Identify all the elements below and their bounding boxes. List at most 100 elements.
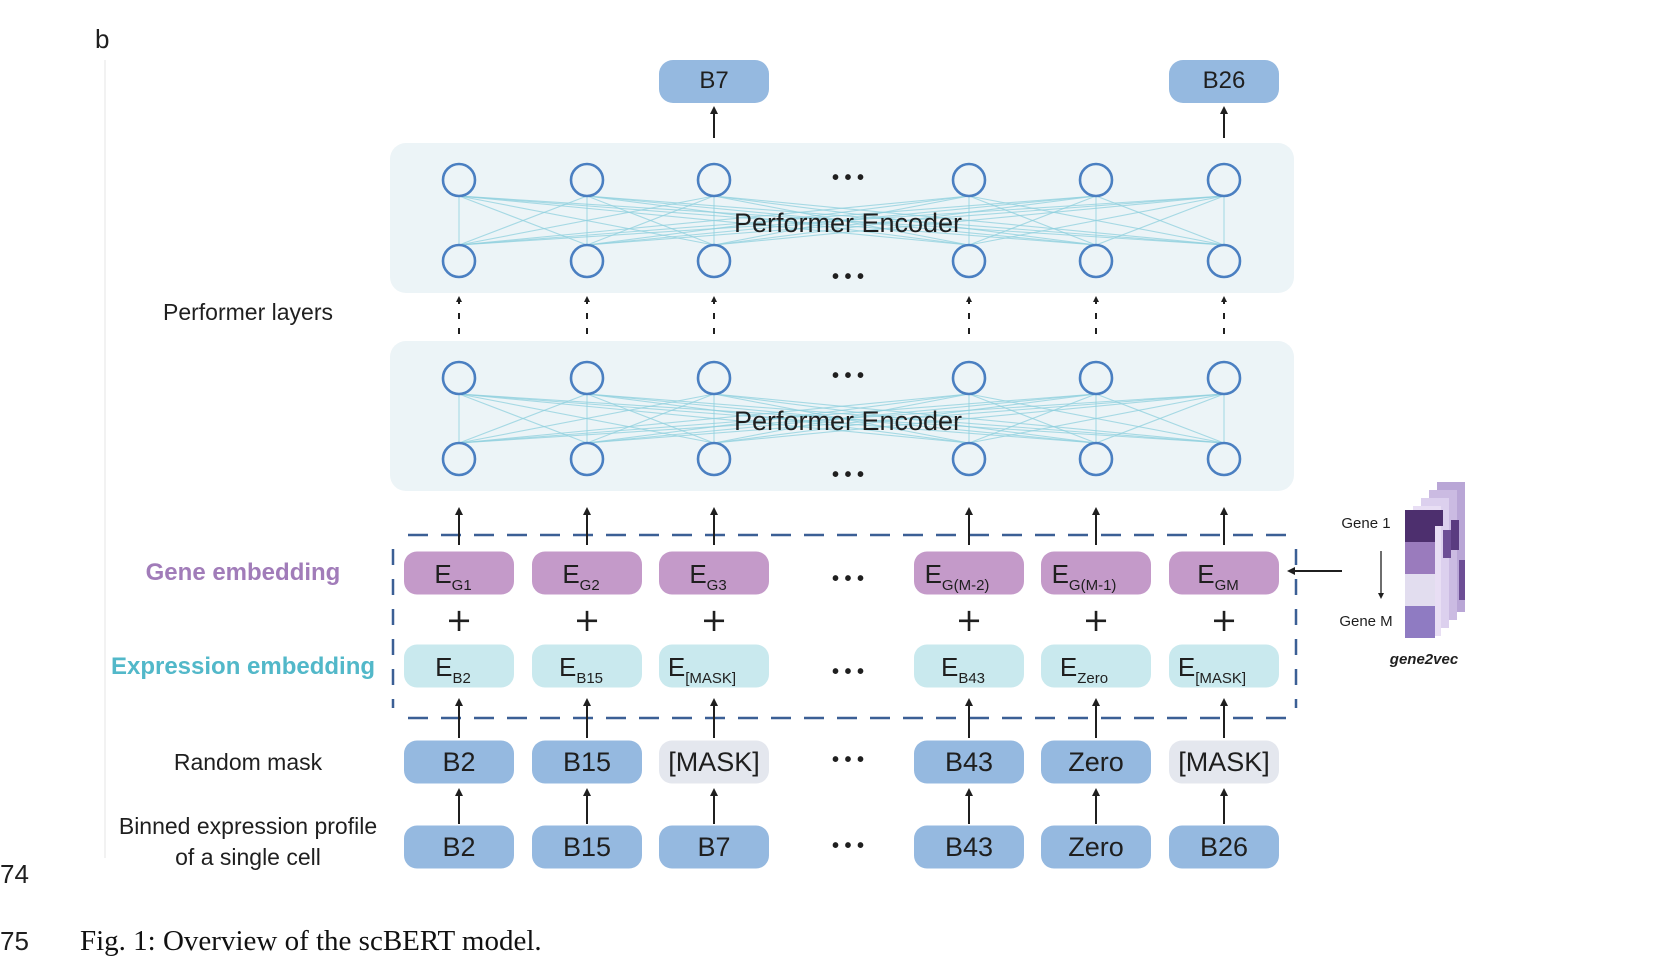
binned-profile-box [659, 825, 769, 869]
binned-profile-text: B26 [1200, 832, 1248, 862]
embedding-dashed-frame [391, 533, 1298, 720]
binned-profile-box [1041, 825, 1151, 869]
encoder-bottom-edge [458, 393, 588, 444]
encoder-top-node-lower [569, 243, 605, 279]
encoder-top-node-upper [1206, 162, 1242, 198]
encoder-top-ellipsis-upper: • • • [832, 167, 864, 189]
plus-sign: + [574, 601, 601, 639]
random-mask-text: B2 [442, 747, 475, 777]
performer-encoder-bottom [390, 341, 1294, 491]
output-b7: B7 [659, 60, 769, 103]
column-arrows [455, 507, 1228, 824]
encoder-bottom-edge [586, 393, 1225, 444]
line-number-74: 74 [0, 859, 29, 889]
gene-embedding-box [532, 551, 642, 595]
encoder-bottom-edge [458, 393, 715, 444]
random-mask-text: Zero [1068, 747, 1124, 777]
svg-text:B26: B26 [1203, 67, 1246, 94]
binned-profile-box [914, 825, 1024, 869]
mask-row-ellipsis: • • • [832, 749, 864, 771]
figure-caption: Fig. 1: Overview of the scBERT model. [80, 925, 542, 957]
encoder-bottom-node-upper [1078, 360, 1114, 396]
gene-row-ellipsis: • • • [832, 568, 864, 590]
encoder-bottom-node-lower [441, 441, 477, 477]
encoder-top-node-lower [441, 243, 477, 279]
gene-embedding-box [1169, 551, 1279, 595]
binned-profile-text: Zero [1068, 832, 1124, 862]
expression-embedding-box [659, 644, 769, 688]
encoder-top-edge [713, 195, 1225, 246]
plus-sign: + [1083, 601, 1110, 639]
binned-row-ellipsis: • • • [832, 835, 864, 857]
binned-profile-label-line1: Binned expression profile [119, 813, 377, 839]
expression-embedding-box [532, 644, 642, 688]
encoder-top-node-lower [951, 243, 987, 279]
gene-m-label: Gene M [1339, 613, 1392, 630]
expression-embedding-box [914, 644, 1024, 688]
plus-sign: + [956, 601, 983, 639]
encoder-top-node-lower [1206, 243, 1242, 279]
encoder-top-node-lower [1078, 243, 1114, 279]
gene-embedding-text: EGM [1197, 559, 1239, 594]
gene-embedding-box [659, 551, 769, 595]
gene-embedding-box [404, 551, 514, 595]
encoder-top-edge [458, 195, 1225, 246]
panel-letter: b [95, 24, 109, 54]
encoder-top-node-lower [696, 243, 732, 279]
performer-layers-label: Performer layers [163, 299, 333, 325]
line-number-75: 75 [0, 926, 29, 956]
gene2vec-label: gene2vec [1389, 651, 1459, 668]
random-mask-text: B15 [563, 747, 611, 777]
output-b26: B26 [1169, 60, 1279, 103]
encoder-top-edge [968, 195, 1225, 246]
gene-embedding-box [1041, 551, 1151, 595]
plus-sign: + [1211, 601, 1238, 639]
expression-embedding-box [404, 644, 514, 688]
expression-embedding-box [1169, 644, 1279, 688]
random-mask-box [659, 740, 769, 784]
encoder-bottom-node-upper [569, 360, 605, 396]
encoder-nodes [441, 162, 1242, 477]
random-mask-box [404, 740, 514, 784]
random-mask-box [914, 740, 1024, 784]
encoder-top-connections [458, 195, 1225, 246]
random-mask-box [532, 740, 642, 784]
binned-profile-text: B15 [563, 832, 611, 862]
encoder-bottom-edge [968, 393, 1225, 444]
encoder-top-edge [458, 195, 715, 246]
expression-embedding-text: EB43 [941, 652, 985, 687]
encoder-bottom-node-upper [696, 360, 732, 396]
encoder-bottom-ellipsis-lower: • • • [832, 464, 864, 486]
encoder-top-edge [586, 195, 1225, 246]
encoder-top-node-upper [569, 162, 605, 198]
encoder-bottom-node-lower [696, 441, 732, 477]
plus-row: ++++++ [446, 601, 1238, 639]
expression-embedding-text: EB15 [559, 652, 603, 687]
gene-embedding-label: Gene embedding [146, 559, 341, 586]
encoder-bottom-node-lower [569, 441, 605, 477]
encoder-bottom-node-upper [441, 360, 477, 396]
encoder-top-node-upper [1078, 162, 1114, 198]
encoder-bottom-edge [586, 393, 715, 444]
performer-encoder-top [390, 143, 1294, 293]
binned-profile-box [1169, 825, 1279, 869]
encoder-bottom-edge [968, 393, 1097, 444]
encoder-top-edge [458, 195, 588, 246]
encoder-top-ellipsis-lower: • • • [832, 266, 864, 288]
svg-text:B7: B7 [699, 67, 728, 94]
expression-embedding-text: EB2 [435, 652, 471, 687]
gene-embedding-text: EG3 [689, 559, 726, 594]
expr-row-ellipsis: • • • [832, 661, 864, 683]
binned-profile-text: B7 [697, 832, 730, 862]
random-mask-text: [MASK] [1178, 747, 1270, 777]
encoder-bottom-edge [458, 393, 1097, 444]
binned-profile-label-line2: of a single cell [175, 844, 321, 870]
gene-embedding-text: EG2 [562, 559, 599, 594]
random-mask-text: [MASK] [668, 747, 760, 777]
encoder-top-label: Performer Encoder [734, 208, 962, 238]
gene-embedding-box [914, 551, 1024, 595]
encoder-bottom-node-upper [1206, 360, 1242, 396]
